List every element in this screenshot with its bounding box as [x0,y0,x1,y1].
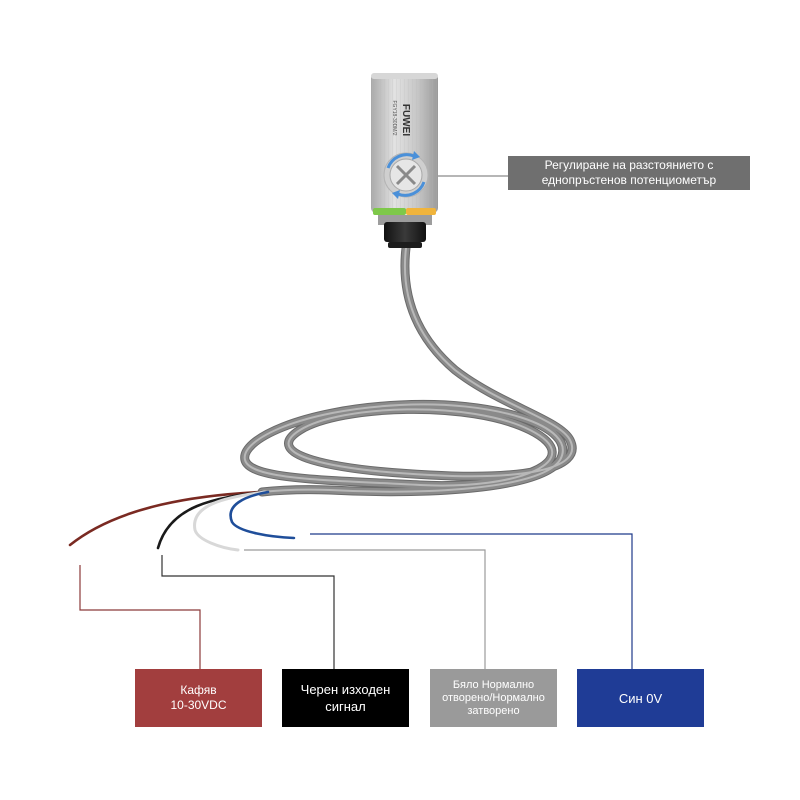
wire-ends [68,490,296,552]
label-box-blue: Син 0V [577,669,704,727]
wire-black [156,490,264,550]
leader-line-brown [79,565,201,669]
brand-logo: FUWEI [400,104,411,136]
leader-line-black [161,555,335,669]
cable-highlight [243,247,574,493]
label-box-black: Черен изходен сигнал [282,669,409,727]
label-blue: Син 0V [618,690,663,706]
rotate-arrow-icon [386,153,415,169]
adjustment-callout-text: Регулиране на разстоянието с еднопръстен… [541,158,717,187]
wire-brown [68,490,262,547]
model-text: FGY18-30DM/2 [391,100,397,135]
label-box-white: Бяло Нормално отворено/Нормално затворен… [430,669,557,727]
cable [240,243,577,497]
cable-body [241,244,576,496]
wire-white [193,490,267,552]
label-box-brown: Кафяв 10-30VDC [135,669,262,727]
status-led-yellow [406,208,436,215]
sensor: FUWEI FGY18-30DM/2 [371,73,438,248]
adjustment-callout: Регулиране на разстоянието с еднопръстен… [508,156,750,190]
status-led-green [373,208,406,215]
wire-blue [229,490,296,540]
leader-line-blue [310,533,633,669]
label-white: Бяло Нормално отворено/Нормално затворен… [442,678,545,717]
label-brown: Кафяв 10-30VDC [170,683,227,712]
sensor-nut [384,222,426,242]
label-black: Черен изходен сигнал [300,682,391,714]
leader-line-white [244,549,486,669]
potentiometer[interactable] [383,151,429,199]
leader-lines [79,175,633,669]
